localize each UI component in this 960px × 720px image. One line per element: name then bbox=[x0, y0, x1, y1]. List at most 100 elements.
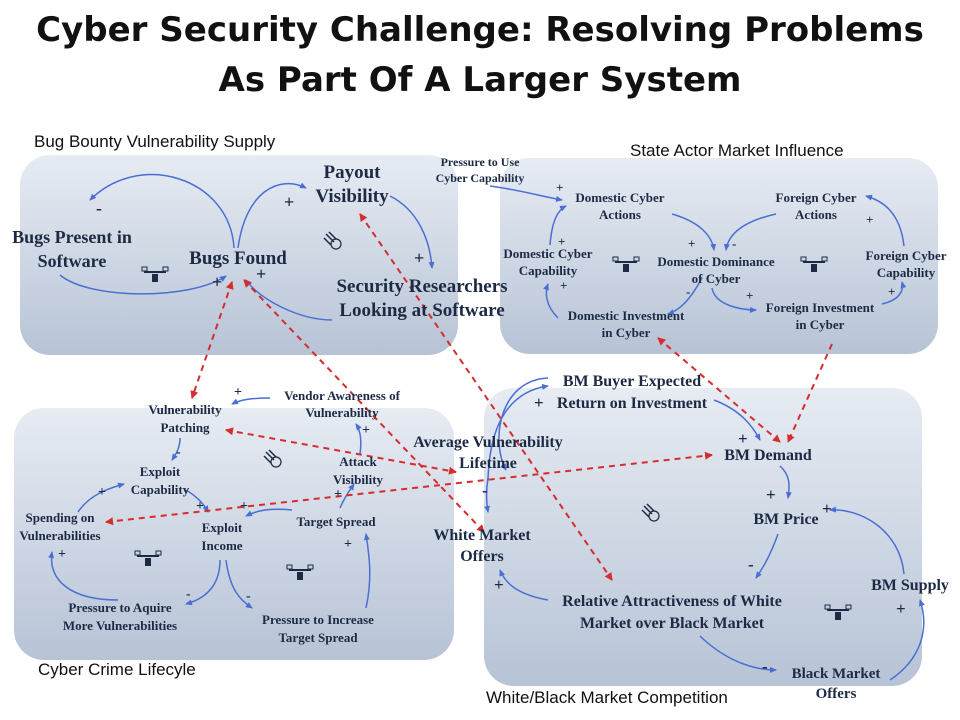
link-bugspresent-bugsfound bbox=[59, 274, 227, 295]
node-vendor-awareness-line2: Vulnerability bbox=[305, 405, 379, 420]
node-vendor-awareness-line1: Vendor Awareness of bbox=[284, 388, 400, 403]
polarity-sign: + bbox=[284, 192, 294, 212]
balancing-loop-icon bbox=[612, 256, 640, 273]
link-bmsupply-bmprice bbox=[829, 506, 905, 575]
node-patching-line2: Patching bbox=[160, 420, 210, 435]
polarity-sign: + bbox=[558, 234, 565, 249]
polarity-signs-market: + + + - - + + - + bbox=[482, 393, 906, 676]
node-relative-line2: Market over Black Market bbox=[580, 615, 765, 632]
link-exploitincome-pressureacquire bbox=[185, 559, 221, 606]
node-white-offers-line2: Offers bbox=[460, 548, 504, 565]
link-payout-researchers bbox=[389, 195, 435, 269]
polarity-sign: - bbox=[186, 587, 191, 602]
polarity-sign: + bbox=[240, 499, 248, 514]
node-foreign-actions-line1: Foreign Cyber bbox=[776, 190, 857, 205]
node-black-offers-line1: Black Market bbox=[792, 666, 881, 682]
section-label-bug-bounty: Bug Bounty Vulnerability Supply bbox=[34, 132, 276, 151]
node-domestic-capability-line1: Domestic Cyber bbox=[503, 246, 592, 261]
node-exploit-capability-line1: Exploit bbox=[140, 464, 181, 479]
node-target-spread: Target Spread bbox=[296, 514, 376, 529]
link-attack-vendor bbox=[355, 423, 362, 455]
node-researchers-line1: Security Researchers bbox=[336, 276, 507, 297]
section-label-state-actor: State Actor Market Influence bbox=[630, 141, 844, 160]
node-domestic-actions-line1: Domestic Cyber bbox=[575, 190, 664, 205]
link-relative-whiteoffers bbox=[499, 569, 549, 601]
link-payout-relative bbox=[359, 213, 613, 581]
node-domestic-investment-line1: Domestic Investment bbox=[568, 308, 685, 323]
polarity-sign: + bbox=[362, 423, 370, 438]
polarity-sign: + bbox=[560, 278, 567, 293]
polarity-sign: - bbox=[96, 198, 102, 218]
balancing-loop-icon bbox=[800, 256, 828, 273]
polarity-sign: + bbox=[98, 485, 106, 500]
polarity-sign: + bbox=[866, 212, 873, 227]
node-domestic-actions-line2: Actions bbox=[599, 207, 641, 222]
node-attack-visibility-line2: Visibility bbox=[333, 472, 384, 487]
polarity-sign: - bbox=[246, 589, 251, 604]
link-domesticinvest-domesticcap bbox=[543, 283, 559, 319]
link-domesticinvest-bmdemand bbox=[657, 337, 781, 443]
node-bm-buyer-line2: Return on Investment bbox=[557, 395, 708, 412]
node-exploit-capability-line2: Capability bbox=[131, 482, 190, 497]
slide-title-line2: As Part Of A Larger System bbox=[218, 60, 742, 100]
polarity-sign: + bbox=[688, 236, 695, 251]
node-black-offers-line2: Offers bbox=[816, 686, 857, 702]
polarity-signs-state: + + - + + + - + + bbox=[556, 180, 895, 303]
polarity-sign: + bbox=[738, 429, 748, 448]
polarity-sign: + bbox=[414, 248, 424, 268]
node-spending-line2: Vulnerabilities bbox=[19, 528, 100, 543]
link-pressurespread-targetspread bbox=[363, 533, 371, 609]
balancing-loop-icon bbox=[141, 266, 169, 283]
link-relative-blackoffers bbox=[699, 635, 777, 673]
polarity-sign: + bbox=[234, 385, 242, 400]
polarity-sign: + bbox=[556, 180, 563, 195]
link-blackoffers-bmsupply bbox=[889, 599, 925, 681]
node-pressure-acquire-line2: More Vulnerabilities bbox=[63, 618, 177, 633]
node-bm-demand: BM Demand bbox=[724, 447, 812, 464]
node-payout-line2: Visibility bbox=[315, 186, 389, 207]
reinforcing-loop-icon bbox=[641, 503, 660, 522]
node-pressure-acquire-line1: Pressure to Aquire bbox=[68, 600, 172, 615]
slide-title-line1: Cyber Security Challenge: Resolving Prob… bbox=[36, 10, 924, 50]
polarity-sign: + bbox=[822, 499, 832, 518]
polarity-sign: + bbox=[334, 487, 342, 502]
market-loop-arrows bbox=[484, 377, 925, 681]
link-dominance-domesticinvest bbox=[667, 277, 703, 315]
node-bugs-present-line2: Software bbox=[38, 251, 107, 271]
node-foreign-actions-line2: Actions bbox=[795, 207, 837, 222]
polarity-sign: + bbox=[196, 499, 204, 514]
node-avg-lifetime-line1: Average Vulnerability bbox=[413, 434, 562, 451]
polarity-sign: + bbox=[896, 599, 906, 618]
section-label-cyber-crime: Cyber Crime Lifecyle bbox=[38, 660, 196, 679]
link-dominance-foreigninvest bbox=[711, 287, 757, 313]
polarity-sign: - bbox=[748, 555, 754, 574]
link-patching-avglifetime bbox=[225, 427, 457, 475]
node-relative-line1: Relative Attractiveness of White bbox=[562, 593, 782, 610]
polarity-sign: - bbox=[176, 445, 181, 460]
polarity-signs: - + + + + bbox=[96, 192, 424, 292]
reinforcing-loop-icon bbox=[263, 449, 282, 468]
link-domesticactions-dominance bbox=[671, 213, 717, 251]
node-white-offers-line1: White Market bbox=[433, 527, 531, 544]
polarity-signs-crime: + + - + + + + + + - - bbox=[58, 385, 370, 604]
link-bugsfound-patching bbox=[190, 281, 234, 399]
node-foreign-investment-line2: in Cyber bbox=[796, 317, 845, 332]
node-pressure-cyber-line1: Pressure to Use bbox=[441, 155, 521, 169]
node-exploit-income-line1: Exploit bbox=[202, 520, 243, 535]
polarity-sign: + bbox=[534, 393, 544, 412]
cross-loop-links bbox=[105, 213, 833, 581]
polarity-sign: - bbox=[732, 236, 736, 251]
link-exploitincome-pressurespread bbox=[225, 559, 253, 609]
node-dominance-line1: Domestic Dominance bbox=[657, 254, 775, 269]
node-patching-line1: Vulnerability bbox=[148, 402, 222, 417]
node-pressure-spread-line2: Target Spread bbox=[278, 630, 358, 645]
polarity-sign: + bbox=[766, 485, 776, 504]
node-payout-line1: Payout bbox=[324, 162, 382, 183]
cyber-crime-loop-arrows bbox=[48, 397, 371, 609]
reinforcing-loop-icon bbox=[323, 231, 342, 250]
cyber-crime-nodes: Vendor Awareness of Vulnerability Vulner… bbox=[19, 388, 562, 645]
node-bm-buyer-line1: BM Buyer Expected bbox=[563, 373, 701, 390]
bug-bounty-nodes: Payout Visibility Bugs Present in Softwa… bbox=[12, 162, 507, 321]
node-foreign-investment-line1: Foreign Investment bbox=[766, 300, 875, 315]
